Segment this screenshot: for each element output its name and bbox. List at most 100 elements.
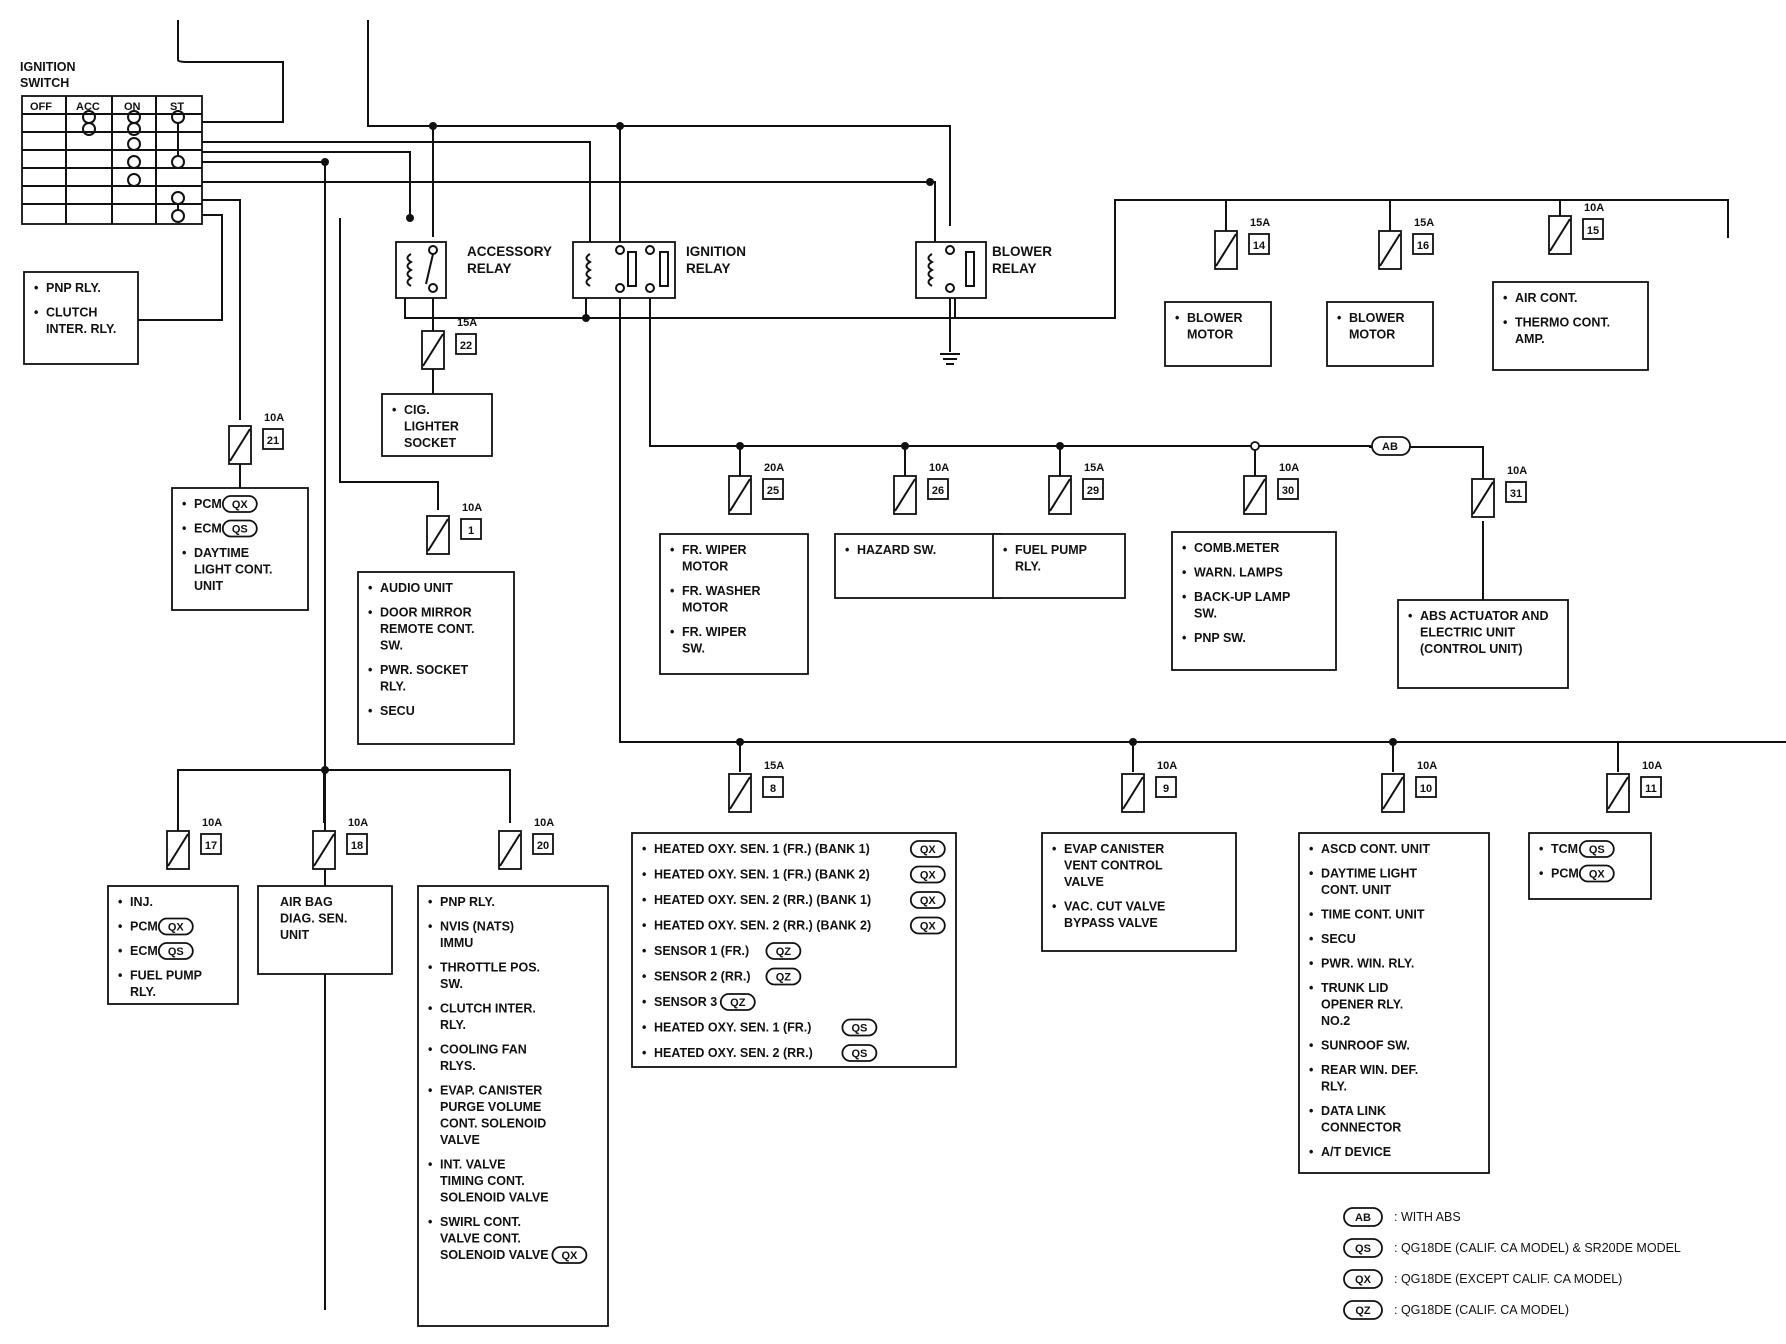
fuse-link xyxy=(1472,481,1494,515)
bullet: • xyxy=(642,995,646,1009)
component-label: SOLENOID VALVE xyxy=(440,1248,549,1262)
fuse-number-box xyxy=(1505,481,1527,503)
fuse-number-box xyxy=(1082,478,1104,500)
component-label: PWR. SOCKET xyxy=(380,663,469,677)
model-tag xyxy=(909,865,946,884)
component-label: SW. xyxy=(440,977,463,991)
component-label: FUEL PUMP xyxy=(1015,543,1087,557)
fuse-number-box xyxy=(762,478,784,500)
component-label: RLY. xyxy=(1321,1080,1347,1094)
component-label: ECM xyxy=(194,522,222,536)
ignition-relay-label-1: IGNITION xyxy=(686,244,746,259)
component-label: A/T DEVICE xyxy=(1321,1145,1391,1159)
model-tag xyxy=(551,1246,588,1264)
bullet: • xyxy=(670,543,674,557)
component-label: CLUTCH INTER. xyxy=(440,1002,536,1016)
ignition-relay: IGNITION RELAY xyxy=(572,241,746,299)
fuse-link xyxy=(1122,776,1144,810)
fuse-amp: 15A xyxy=(764,760,784,772)
bullet: • xyxy=(1309,842,1313,856)
component-label: RLY. xyxy=(130,985,156,999)
box-frame xyxy=(1041,832,1237,952)
component-label: SW. xyxy=(682,642,705,656)
fuse-link xyxy=(422,333,444,367)
bullet: • xyxy=(1309,1039,1313,1053)
bullet: • xyxy=(845,543,849,557)
component-label: MOTOR xyxy=(682,560,728,574)
bullet: • xyxy=(1408,609,1412,623)
fuse-amp: 15A xyxy=(1414,217,1434,229)
legend-code: AB xyxy=(1355,1212,1371,1224)
bullet: • xyxy=(1175,311,1179,325)
component-label: DIAG. SEN. xyxy=(280,912,347,926)
component-label: UNIT xyxy=(280,928,310,942)
component-label: REAR WIN. DEF. xyxy=(1321,1063,1418,1077)
ab-tag: AB xyxy=(1371,436,1411,456)
box-frame xyxy=(357,571,515,745)
component-label: IMMU xyxy=(440,936,473,950)
component-label: FR. WIPER xyxy=(682,625,747,639)
bullet: • xyxy=(428,920,432,934)
model-tag xyxy=(765,942,802,960)
legend-code-badge xyxy=(1343,1269,1383,1289)
fuse-number-box xyxy=(460,518,482,540)
fuse-link xyxy=(894,478,916,512)
component-label: TIME CONT. UNIT xyxy=(1321,908,1425,922)
blower-relay: BLOWER RELAY xyxy=(915,241,1052,365)
component-label: NO.2 xyxy=(1321,1014,1350,1028)
component-label: REMOTE CONT. xyxy=(380,622,474,636)
component-label: THROTTLE POS. xyxy=(440,961,540,975)
fuse-number-box xyxy=(455,333,477,355)
fuse-number-box xyxy=(1155,776,1177,798)
box-frame xyxy=(992,533,1126,599)
fuse-number-box xyxy=(1248,233,1270,255)
model-tag-text: QZ xyxy=(776,946,792,958)
fuse-number-box xyxy=(927,478,949,500)
fuse-amp: 10A xyxy=(1507,465,1527,477)
component-label: VALVE xyxy=(1064,875,1104,889)
component-label: NVIS (NATS) xyxy=(440,920,514,934)
fuse-link xyxy=(1379,233,1401,267)
model-tag xyxy=(221,495,258,513)
component-label: PCM xyxy=(1551,867,1579,881)
fuse-amp: 10A xyxy=(202,817,222,829)
accessory-relay: ACCESSORY RELAY xyxy=(395,241,552,299)
component-label: SOLENOID VALVE xyxy=(440,1191,549,1205)
component-label: HAZARD SW. xyxy=(857,543,936,557)
model-tag-text: QX xyxy=(920,844,937,856)
component-label: LIGHT CONT. xyxy=(194,563,272,577)
box-frame xyxy=(1298,832,1490,1174)
model-tag-text: QX xyxy=(232,499,249,511)
component-label: CLUTCH xyxy=(46,306,97,320)
bullet: • xyxy=(368,663,372,677)
model-tag xyxy=(909,840,946,858)
component-label: AMP. xyxy=(1515,332,1545,346)
component-label: AIR CONT. xyxy=(1515,291,1578,305)
component-label: SENSOR 1 (FR.) xyxy=(654,944,749,958)
junction-dots xyxy=(321,122,1397,774)
model-tag xyxy=(909,916,946,935)
position-acc: ACC xyxy=(76,101,100,113)
fuse-number-box xyxy=(532,833,554,855)
fuse-number: 16 xyxy=(1417,240,1429,252)
component-label: FUEL PUMP xyxy=(130,969,202,983)
fuse-number: 26 xyxy=(932,485,944,497)
bullet: • xyxy=(1309,932,1313,946)
model-tag xyxy=(1578,864,1615,883)
model-tag xyxy=(841,1018,878,1037)
component-label: MOTOR xyxy=(1187,328,1233,342)
bullet: • xyxy=(670,584,674,598)
fuse-amp: 10A xyxy=(348,817,368,829)
fuse-amp: 20A xyxy=(764,462,784,474)
fuse-amp: 10A xyxy=(1157,760,1177,772)
bullet: • xyxy=(428,1043,432,1057)
